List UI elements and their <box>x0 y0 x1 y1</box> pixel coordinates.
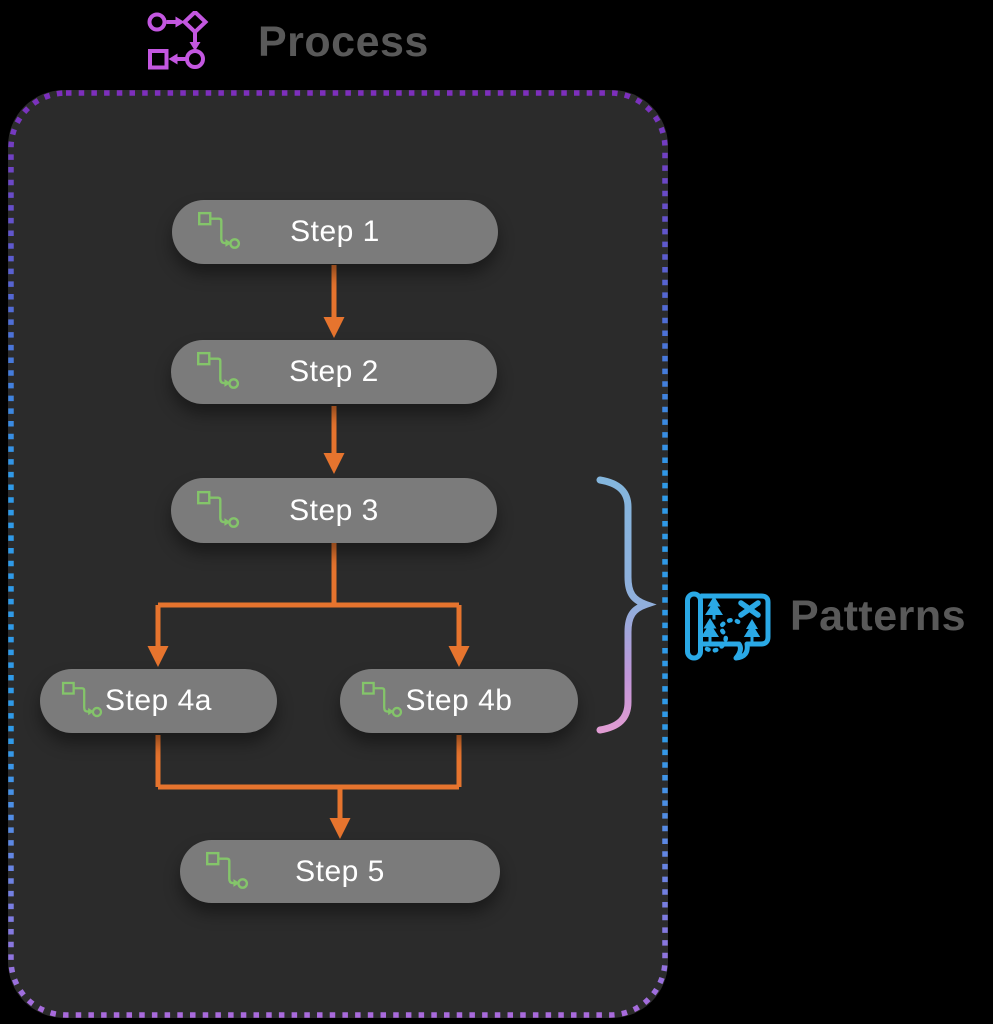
node-step4a: Step 4a <box>40 669 277 733</box>
node-label: Step 5 <box>295 854 385 888</box>
node-step2: Step 2 <box>171 340 497 404</box>
node-step3: Step 3 <box>171 478 497 543</box>
flow-step-icon <box>204 849 250 895</box>
node-label: Step 2 <box>289 355 379 388</box>
flow-step-icon <box>196 209 242 255</box>
node-label: Step 3 <box>289 493 379 527</box>
node-step5: Step 5 <box>180 840 500 903</box>
node-step1: Step 1 <box>172 200 498 264</box>
patterns-label: Patterns <box>790 592 967 640</box>
process-title: Process <box>258 18 429 66</box>
flow-step-icon <box>195 488 241 534</box>
flow-step-icon <box>360 679 404 723</box>
flow-step-icon <box>60 679 104 723</box>
flow-step-icon <box>195 349 241 395</box>
process-flow-icon <box>147 11 209 70</box>
node-label: Step 4b <box>405 684 513 717</box>
node-label: Step 4a <box>105 684 212 717</box>
treasure-map-icon <box>685 591 771 661</box>
node-step4b: Step 4b <box>340 669 578 733</box>
node-label: Step 1 <box>290 215 380 248</box>
